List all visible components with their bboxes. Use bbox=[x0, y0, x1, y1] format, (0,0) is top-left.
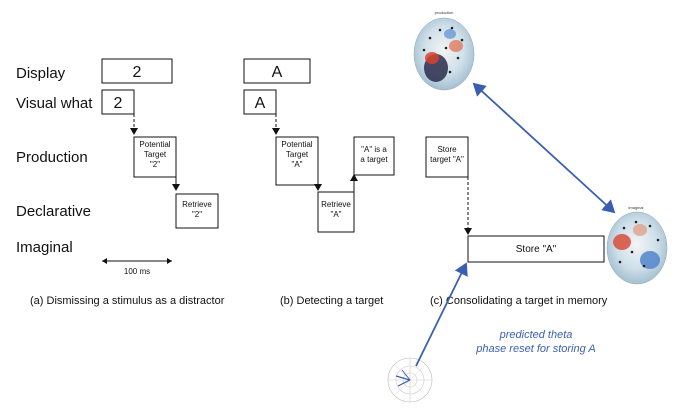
production-text-a-3: "2" bbox=[150, 160, 160, 169]
production-brain-map: production bbox=[413, 10, 475, 91]
imaginal-text-c: Store "A" bbox=[516, 244, 557, 255]
declarative-text-a-1: Retrieve bbox=[182, 200, 212, 209]
scale-left-arrowhead bbox=[102, 258, 107, 264]
row-label-display: Display bbox=[16, 65, 66, 82]
phase-polar-plot bbox=[387, 357, 433, 403]
phase-reset-arrow bbox=[415, 262, 468, 367]
declarative-text-b-2: "A" bbox=[330, 210, 341, 219]
imaginal-box-c bbox=[467, 235, 605, 263]
production-text-b-3: "A" bbox=[291, 160, 302, 169]
production-box-c bbox=[425, 136, 469, 178]
production-text-a-1: Potential bbox=[139, 140, 170, 149]
row-label-visual-what: Visual what bbox=[16, 95, 93, 112]
display-box-b bbox=[243, 58, 311, 84]
visual-value-b: A bbox=[255, 95, 266, 112]
production-text-b2-1: "A" is a bbox=[361, 145, 387, 154]
panel-b: A A Potential Target "A" Retrieve "A" "A… bbox=[243, 58, 395, 233]
production-text-b2-2: a target bbox=[360, 155, 388, 164]
visual-box-a bbox=[101, 89, 135, 115]
production-text-b-1: Potential bbox=[281, 140, 312, 149]
production-text-c-1: Store bbox=[437, 145, 457, 154]
declarative-box-a bbox=[175, 193, 219, 229]
brain-label-imaginal: imaginal bbox=[629, 205, 644, 210]
production-box-a bbox=[133, 136, 177, 178]
caption-c: (c) Consolidating a target in memory bbox=[430, 295, 608, 307]
scale-label: 100 ms bbox=[124, 267, 150, 276]
production-box-b2 bbox=[353, 136, 395, 176]
brain-label-production: production bbox=[435, 10, 454, 15]
declarative-box-b bbox=[317, 191, 355, 233]
production-text-c-2: target "A" bbox=[430, 155, 464, 164]
scale-right-arrowhead bbox=[167, 258, 172, 264]
display-value-a: 2 bbox=[133, 64, 142, 81]
caption-a: (a) Dismissing a stimulus as a distracto… bbox=[30, 295, 225, 307]
annotation-line-1: predicted theta bbox=[499, 329, 573, 341]
row-label-imaginal: Imaginal bbox=[16, 239, 73, 256]
scale-bar: 100 ms bbox=[102, 258, 172, 276]
panel-a: 2 2 Potential Target "2" Retrieve "2" bbox=[101, 58, 219, 229]
declarative-text-a-2: "2" bbox=[192, 210, 202, 219]
display-value-b: A bbox=[272, 64, 283, 81]
brain-link-arrow bbox=[472, 82, 616, 214]
visual-box-b bbox=[243, 89, 277, 115]
declarative-text-b-1: Retrieve bbox=[321, 200, 351, 209]
visual-value-a: 2 bbox=[114, 95, 123, 112]
row-label-declarative: Declarative bbox=[16, 203, 91, 220]
production-box-b bbox=[275, 136, 319, 186]
production-text-b-2: Target bbox=[286, 150, 309, 159]
production-text-a-2: Target bbox=[144, 150, 167, 159]
row-label-production: Production bbox=[16, 149, 88, 166]
imaginal-brain-map: imaginal bbox=[606, 205, 668, 285]
display-box-a bbox=[101, 58, 173, 84]
panel-c: Store target "A" Store "A" bbox=[425, 136, 605, 263]
annotation-line-2: phase reset for storing A bbox=[475, 343, 595, 355]
caption-b: (b) Detecting a target bbox=[280, 295, 383, 307]
